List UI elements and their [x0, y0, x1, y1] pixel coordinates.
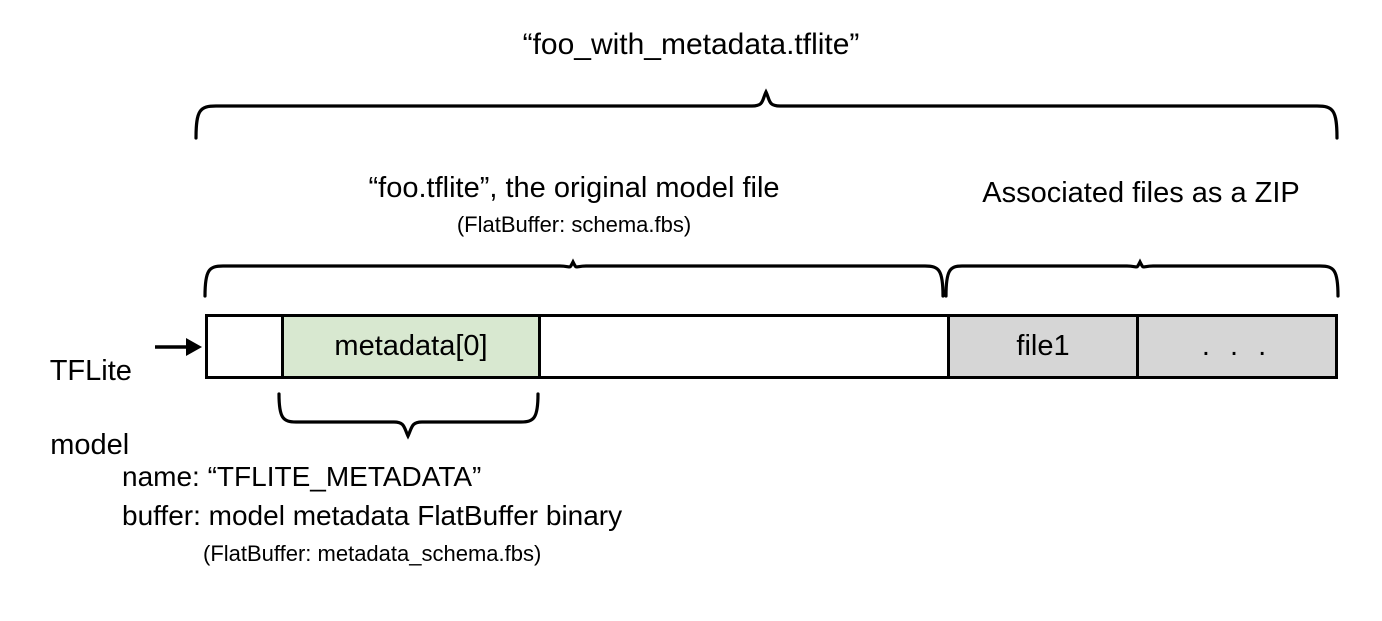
brace-archive [194, 88, 1339, 140]
tflite-model-label-line2: model [50, 429, 130, 462]
bar-cell-metadata: metadata[0] [281, 317, 541, 376]
arrow-icon [155, 338, 202, 356]
tflite-model-label-line1: TFLite [49, 355, 132, 388]
annotation-name-line: name: “TFLITE_METADATA” [122, 461, 482, 492]
model-section-subheading: (FlatBuffer: schema.fbs) [456, 212, 692, 237]
tflite-model-label: TFLite model [18, 316, 153, 502]
annotation-buffer-subline: (FlatBuffer: metadata_schema.fbs) [203, 541, 542, 566]
bar-cell-more: . . . [1139, 317, 1335, 376]
annotation-buffer-line: buffer: model metadata FlatBuffer binary [122, 500, 623, 531]
bar-cell-body-blank [541, 317, 947, 376]
zip-section-heading: Associated files as a ZIP [982, 177, 1300, 209]
model-section-heading: “foo.tflite”, the original model file [368, 172, 780, 204]
bar-cell-header-blank [208, 317, 281, 376]
archive-title: “foo_with_metadata.tflite” [522, 28, 860, 61]
brace-zip-files [944, 258, 1340, 298]
bar-cell-file1: file1 [947, 317, 1139, 376]
model-byte-layout-bar: metadata[0] file1 . . . [205, 314, 1338, 379]
brace-metadata-detail [277, 392, 540, 440]
brace-model-file [203, 258, 945, 298]
